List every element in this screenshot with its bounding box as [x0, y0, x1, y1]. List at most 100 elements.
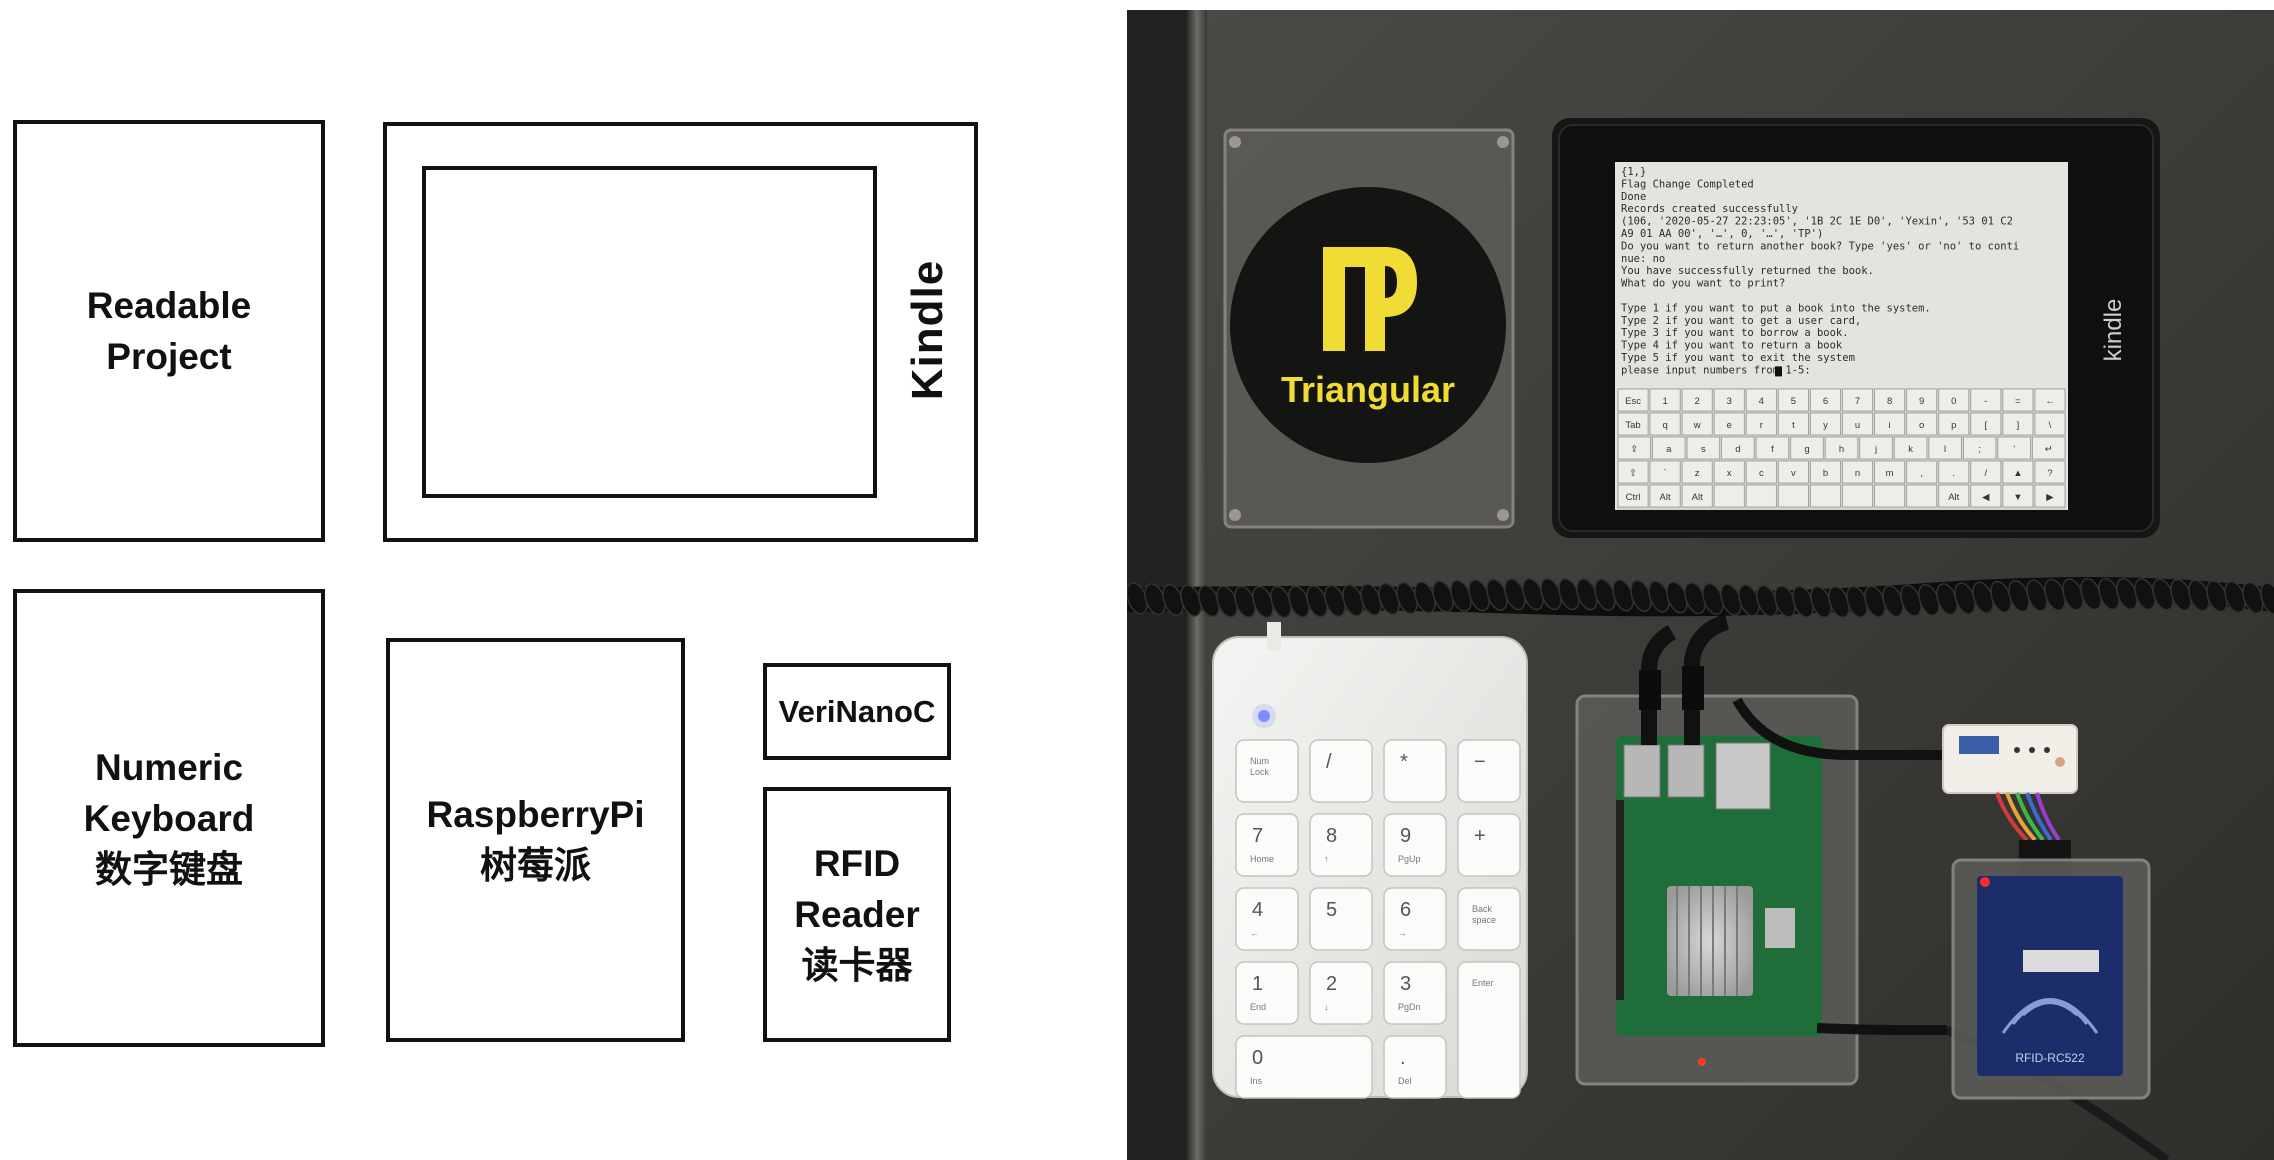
- kindle-key[interactable]: [1745, 412, 1777, 436]
- kindle-key[interactable]: [1652, 436, 1686, 460]
- kindle-key[interactable]: [1906, 388, 1938, 412]
- kindle-key-label: -: [1984, 396, 1987, 407]
- kindle-key[interactable]: [1906, 484, 1938, 508]
- kindle-key[interactable]: [1713, 388, 1745, 412]
- kindle-key[interactable]: [1893, 436, 1928, 460]
- kindle-key[interactable]: [1649, 388, 1681, 412]
- kindle-key[interactable]: [1790, 436, 1824, 460]
- kindle-key[interactable]: [1824, 436, 1859, 460]
- numpad-key[interactable]: [1235, 961, 1299, 1025]
- kindle-key[interactable]: [1938, 484, 1970, 508]
- kindle-key[interactable]: [1649, 484, 1681, 508]
- kindle-key[interactable]: [1617, 388, 1649, 412]
- kindle-key[interactable]: [1777, 388, 1809, 412]
- kindle-key[interactable]: [1997, 436, 2031, 460]
- numpad-key-sub: space: [1472, 915, 1496, 925]
- kindle-key[interactable]: [1842, 460, 1873, 484]
- numpad-key[interactable]: [1235, 739, 1299, 803]
- kindle-key[interactable]: [2002, 412, 2034, 436]
- kindle-key[interactable]: [1874, 412, 1906, 436]
- kindle-key[interactable]: [1681, 484, 1713, 508]
- kindle-key[interactable]: [1810, 460, 1841, 484]
- numpad-key-sub: ↑: [1324, 854, 1329, 864]
- numpad-key[interactable]: [1383, 961, 1447, 1025]
- kindle-key[interactable]: [1681, 460, 1713, 484]
- numpad-key[interactable]: [1457, 961, 1521, 1099]
- numpad-key[interactable]: [1457, 739, 1521, 803]
- numpad-key[interactable]: [1235, 887, 1299, 951]
- numpad-key[interactable]: [1309, 813, 1373, 877]
- kindle-key[interactable]: [1721, 436, 1755, 460]
- numpad-key[interactable]: [1309, 961, 1373, 1025]
- kindle-key[interactable]: [2034, 460, 2066, 484]
- kindle-key[interactable]: [1681, 388, 1713, 412]
- kindle-key[interactable]: [1617, 460, 1649, 484]
- numpad-key[interactable]: [1309, 887, 1373, 951]
- kindle-key[interactable]: [1842, 484, 1873, 508]
- kindle-key[interactable]: [1970, 412, 2002, 436]
- kindle-key[interactable]: [1874, 388, 1906, 412]
- kindle-key[interactable]: [1962, 436, 1997, 460]
- numpad-key[interactable]: [1383, 813, 1447, 877]
- kindle-key[interactable]: [1928, 436, 1962, 460]
- kindle-key[interactable]: [2002, 484, 2034, 508]
- kindle-key[interactable]: [1713, 460, 1745, 484]
- kindle-key-label: ,: [1920, 468, 1923, 479]
- kindle-key[interactable]: [1755, 436, 1790, 460]
- kindle-key[interactable]: [2034, 388, 2066, 412]
- kindle-key[interactable]: [1810, 388, 1841, 412]
- kindle-key[interactable]: [2002, 388, 2034, 412]
- kindle-key[interactable]: [1810, 484, 1841, 508]
- numpad-key[interactable]: [1383, 739, 1447, 803]
- numpad-key[interactable]: [1457, 813, 1521, 877]
- terminal-line: You have successfully returned the book.: [1621, 265, 1874, 277]
- numpad-key[interactable]: [1383, 1035, 1447, 1099]
- kindle-key[interactable]: [1906, 412, 1938, 436]
- kindle-key[interactable]: [2002, 460, 2034, 484]
- terminal-line: nue: no: [1621, 253, 1665, 265]
- numpad-key-main: 3: [1400, 973, 1411, 995]
- kindle-key[interactable]: [1745, 388, 1777, 412]
- numpad-key[interactable]: [1235, 813, 1299, 877]
- kindle-key[interactable]: [1649, 412, 1681, 436]
- numpad-key[interactable]: [1235, 1035, 1373, 1099]
- kindle-key[interactable]: [1617, 412, 1649, 436]
- numpad-key[interactable]: [1383, 887, 1447, 951]
- kindle-key[interactable]: [1649, 460, 1681, 484]
- verinanoc-box: VeriNanoC: [763, 663, 951, 760]
- kindle-key[interactable]: [1617, 436, 1651, 460]
- kindle-key[interactable]: [1713, 484, 1745, 508]
- numpad-key-main: 9: [1400, 825, 1411, 847]
- kindle-key[interactable]: [2034, 412, 2066, 436]
- kindle-key[interactable]: [1681, 412, 1713, 436]
- kindle-key[interactable]: [1777, 412, 1809, 436]
- kindle-key[interactable]: [1842, 412, 1873, 436]
- kindle-key[interactable]: [1938, 412, 1970, 436]
- numpad-key[interactable]: [1309, 739, 1373, 803]
- kindle-key[interactable]: [1970, 460, 2002, 484]
- kindle-key[interactable]: [1938, 388, 1970, 412]
- kindle-key[interactable]: [1777, 460, 1809, 484]
- kindle-key[interactable]: [1617, 484, 1649, 508]
- numpad-key[interactable]: [1457, 887, 1521, 951]
- kindle-key[interactable]: [1970, 388, 2002, 412]
- raspberrypi-box: RaspberryPi 树莓派: [386, 638, 685, 1042]
- kindle-key[interactable]: [1906, 460, 1938, 484]
- numpad-key-main: 4: [1252, 899, 1263, 921]
- kindle-key[interactable]: [2034, 484, 2066, 508]
- kindle-key[interactable]: [1938, 460, 1970, 484]
- kindle-key[interactable]: [1874, 484, 1906, 508]
- raspberrypi-device: [1575, 694, 1859, 1086]
- kindle-key[interactable]: [1810, 412, 1841, 436]
- kindle-key[interactable]: [2032, 436, 2066, 460]
- kindle-key[interactable]: [1874, 460, 1906, 484]
- kindle-key[interactable]: [1777, 484, 1809, 508]
- kindle-key[interactable]: [1745, 460, 1777, 484]
- kindle-key[interactable]: [1686, 436, 1721, 460]
- kindle-key[interactable]: [1745, 484, 1777, 508]
- kindle-key[interactable]: [1842, 388, 1873, 412]
- kindle-key-label: u: [1855, 420, 1860, 431]
- kindle-key[interactable]: [1713, 412, 1745, 436]
- kindle-key[interactable]: [1970, 484, 2002, 508]
- kindle-key[interactable]: [1859, 436, 1893, 460]
